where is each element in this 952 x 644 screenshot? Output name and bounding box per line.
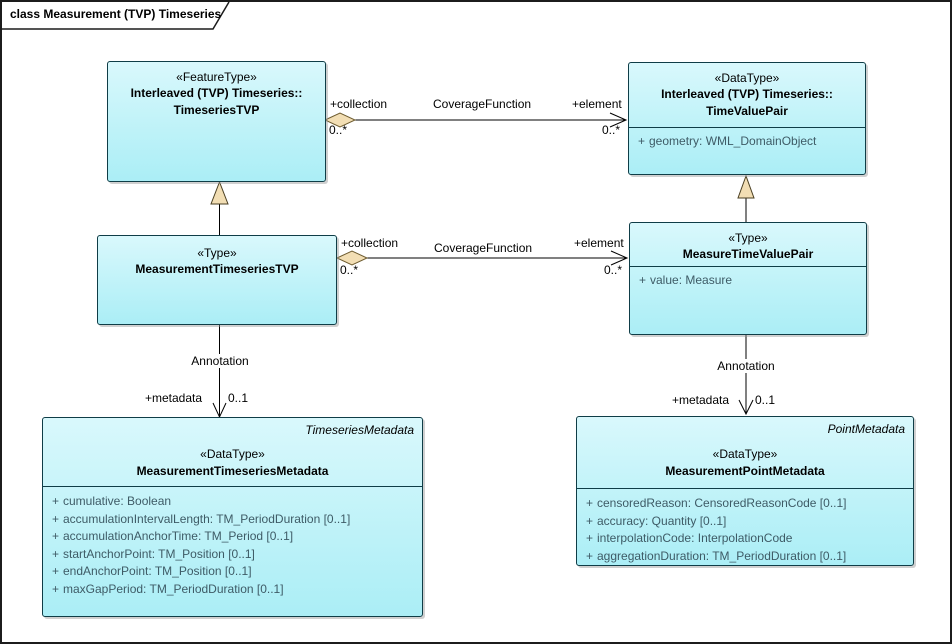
generalization-triangle-icon (737, 174, 755, 199)
attribute-row: + accumulationIntervalLength: TM_PeriodD… (43, 511, 422, 529)
class-name: MeasurementTimeseriesMetadata (136, 464, 329, 478)
stereotype: «DataType» (712, 447, 778, 461)
visibility: + (638, 134, 646, 148)
role-label: +element (574, 236, 624, 250)
annotation-link-right[interactable] (738, 335, 754, 416)
aggregation-diamond-icon (335, 250, 369, 266)
role-label: +metadata (144, 391, 202, 405)
class-name: TimeValuePair (706, 104, 788, 118)
attribute-text: geometry: WML_DomainObject (649, 134, 817, 148)
attribute-text: aggregationDuration: TM_PeriodDuration [… (597, 548, 847, 563)
attribute-text: accumulationIntervalLength: TM_PeriodDur… (63, 511, 351, 526)
association-name: CoverageFunction (433, 97, 532, 111)
visibility: + (52, 564, 60, 578)
class-measurement-timeseries-tvp[interactable]: «Type» MeasurementTimeseriesTVP (97, 235, 337, 325)
stereotype: «FeatureType» (176, 70, 257, 84)
multiplicity-label: 0..1 (755, 393, 776, 407)
class-time-value-pair[interactable]: «DataType» Interleaved (TVP) Timeseries:… (628, 62, 866, 175)
visibility: + (586, 496, 594, 510)
attribute-row: + value: Measure (630, 272, 866, 290)
visibility: + (586, 531, 594, 545)
attribute-text: value: Measure (650, 273, 733, 287)
attribute-text: maxGapPeriod: TM_PeriodDuration [0..1] (63, 581, 284, 596)
class-name: MeasurementTimeseriesTVP (135, 262, 299, 276)
attribute-row: + aggregationDuration: TM_PeriodDuration… (577, 548, 913, 566)
class-name: MeasureTimeValuePair (682, 247, 814, 261)
visibility: + (52, 581, 60, 596)
visibility: + (586, 548, 594, 563)
role-label: +metadata (671, 393, 729, 407)
attribute-row: + accumulationAnchorTime: TM_Period [0..… (43, 528, 422, 546)
class-measure-time-value-pair[interactable]: «Type» MeasureTimeValuePair + value: Mea… (629, 222, 867, 335)
class-name: Interleaved (TVP) Timeseries:: (661, 87, 833, 101)
classifier-tag: PointMetadata (827, 422, 905, 436)
stereotype: «DataType» (200, 447, 265, 461)
class-name: MeasurementPointMetadata (665, 464, 825, 478)
open-arrowhead-icon (609, 112, 628, 128)
aggregation-diamond-icon (323, 112, 357, 128)
generalization-right[interactable] (737, 174, 755, 222)
generalization-triangle-icon (210, 180, 229, 205)
stereotype: «DataType» (714, 71, 780, 85)
open-arrowhead-icon (738, 399, 754, 416)
open-arrowhead-icon (610, 250, 629, 266)
classifier-tag: TimeseriesMetadata (305, 423, 414, 437)
aggregation-coverage-middle[interactable] (335, 250, 629, 266)
attribute-text: endAnchorPoint: TM_Position [0..1] (63, 564, 252, 578)
generalization-left[interactable] (210, 180, 229, 235)
connector-type-label: Annotation (715, 359, 777, 373)
stereotype: «Type» (197, 246, 237, 260)
multiplicity-label: 0..* (329, 123, 348, 137)
visibility: + (52, 494, 60, 508)
attribute-row: + interpolationCode: InterpolationCode (577, 530, 913, 548)
class-timeseries-tvp[interactable]: «FeatureType» Interleaved (TVP) Timeseri… (107, 61, 326, 182)
stereotype: «Type» (728, 231, 768, 245)
attribute-text: interpolationCode: InterpolationCode (597, 531, 793, 545)
compartment-divider (630, 266, 866, 267)
compartment-divider (577, 488, 913, 489)
frame-tab-outline (2, 2, 230, 30)
attribute-text: accumulationAnchorTime: TM_Period [0..1] (63, 529, 294, 543)
visibility: + (586, 513, 594, 528)
attribute-row: + maxGapPeriod: TM_PeriodDuration [0..1] (43, 581, 422, 599)
class-measurement-point-metadata[interactable]: PointMetadata «DataType» MeasurementPoin… (576, 416, 914, 566)
attribute-text: accuracy: Quantity [0..1] (597, 513, 727, 528)
attribute-row: + geometry: WML_DomainObject (629, 133, 865, 151)
class-name: Interleaved (TVP) Timeseries:: (130, 86, 303, 100)
attribute-row: + cumulative: Boolean (43, 493, 422, 511)
attribute-row: + accuracy: Quantity [0..1] (577, 513, 913, 531)
attribute-text: cumulative: Boolean (63, 494, 172, 508)
compartment-divider (43, 486, 422, 487)
multiplicity-label: 0..* (604, 263, 623, 277)
attribute-text: censoredReason: CensoredReasonCode [0..1… (597, 496, 847, 510)
association-name: CoverageFunction (434, 241, 533, 255)
visibility: + (52, 529, 60, 543)
visibility: + (52, 511, 60, 526)
multiplicity-label: 0..1 (228, 391, 249, 405)
multiplicity-label: 0..* (602, 123, 621, 137)
class-measurement-timeseries-metadata[interactable]: TimeseriesMetadata «DataType» Measuremen… (42, 417, 423, 617)
aggregation-coverage-top[interactable] (323, 112, 628, 128)
annotation-link-left[interactable] (212, 325, 227, 419)
role-label: +collection (341, 236, 399, 250)
multiplicity-label: 0..* (340, 263, 359, 277)
attribute-row: + endAnchorPoint: TM_Position [0..1] (43, 563, 422, 581)
class-name: TimeseriesTVP (173, 103, 260, 117)
attribute-row: + startAnchorPoint: TM_Position [0..1] (43, 546, 422, 564)
compartment-divider (629, 127, 865, 128)
visibility: + (639, 273, 647, 287)
attribute-text: startAnchorPoint: TM_Position [0..1] (63, 546, 255, 561)
visibility: + (52, 546, 60, 561)
attribute-row: + censoredReason: CensoredReasonCode [0.… (577, 495, 913, 513)
role-label: +element (572, 97, 622, 111)
diagram-frame-title: class Measurement (TVP) Timeseries (10, 7, 222, 21)
connector-type-label: Annotation (189, 354, 251, 368)
role-label: +collection (330, 97, 388, 111)
